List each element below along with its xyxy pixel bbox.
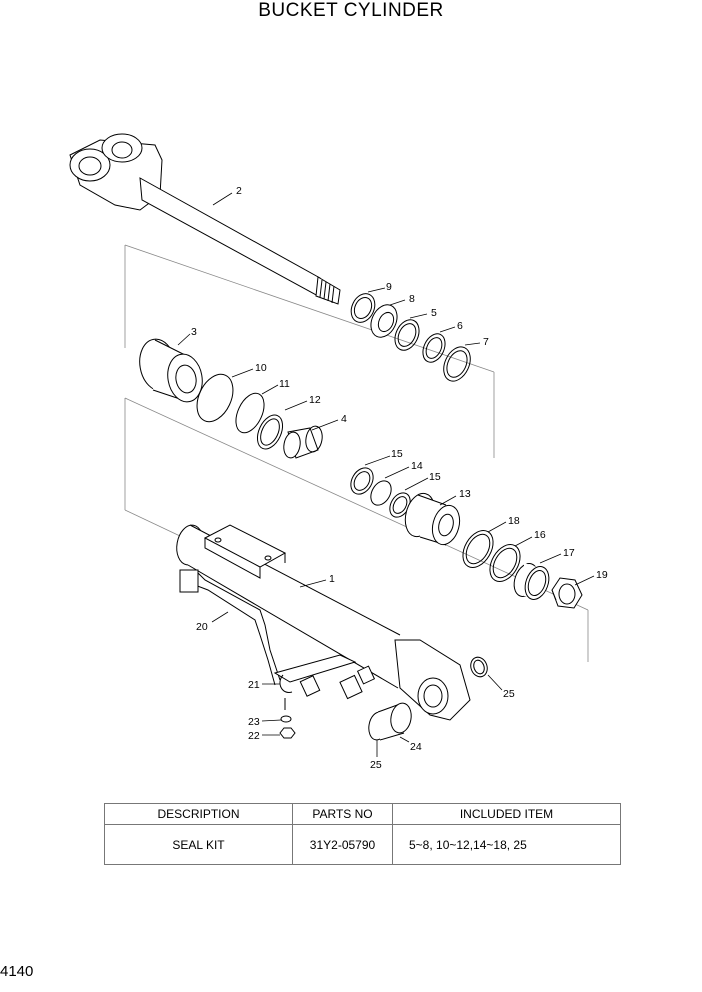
callout-5: 5 bbox=[431, 307, 437, 319]
page-number: 4140 bbox=[0, 963, 34, 980]
part-piston-rod bbox=[69, 133, 341, 305]
backup-ring-12 bbox=[256, 414, 284, 450]
callout-1: 1 bbox=[329, 573, 335, 585]
callout-24: 24 bbox=[410, 741, 422, 753]
ring-15b-inner bbox=[392, 496, 408, 514]
callout-11: 11 bbox=[279, 378, 290, 390]
callout-17: 17 bbox=[563, 547, 575, 559]
callout-25b: 25 bbox=[370, 759, 382, 771]
column-header-included-item: INCLUDED ITEM bbox=[392, 803, 621, 825]
port-fittings bbox=[299, 665, 376, 700]
callout-18: 18 bbox=[508, 515, 520, 527]
table-header-row: DESCRIPTION PARTS NO INCLUDED ITEM bbox=[104, 803, 621, 825]
table-row: SEAL KIT 31Y2-05790 5~8, 10~12,14~18, 25 bbox=[104, 824, 621, 865]
callout-13: 13 bbox=[459, 488, 471, 500]
seal-kit-table: DESCRIPTION PARTS NO INCLUDED ITEM SEAL … bbox=[104, 803, 621, 865]
part-cylinder-tube bbox=[176, 524, 471, 721]
callout-9: 9 bbox=[386, 281, 392, 293]
leader-lines bbox=[177, 192, 595, 757]
cell-description: SEAL KIT bbox=[104, 824, 293, 865]
part-clamp bbox=[273, 654, 357, 710]
o-ring-11 bbox=[235, 392, 265, 434]
bushing-4 bbox=[283, 425, 323, 459]
callout-2: 2 bbox=[236, 185, 242, 197]
callout-22: 22 bbox=[248, 730, 260, 742]
callout-14: 14 bbox=[411, 460, 423, 472]
callout-25a: 25 bbox=[503, 688, 515, 700]
part-pipe bbox=[179, 569, 281, 686]
wear-ring-17 bbox=[513, 563, 550, 600]
washer-23 bbox=[280, 715, 292, 723]
callout-20: 20 bbox=[196, 621, 208, 633]
callout-labels: 1 2 3 4 5 6 7 8 9 10 11 12 13 14 15 15 1… bbox=[191, 185, 608, 771]
ring-16-inner bbox=[492, 547, 518, 579]
callout-15b: 15 bbox=[429, 471, 441, 483]
callout-3: 3 bbox=[191, 326, 197, 338]
callout-8: 8 bbox=[409, 293, 415, 305]
callout-6: 6 bbox=[457, 320, 463, 332]
callout-21: 21 bbox=[248, 679, 260, 691]
part-pin-bushing bbox=[368, 702, 412, 741]
ring-15a bbox=[350, 467, 374, 495]
o-ring-10 bbox=[196, 373, 234, 423]
column-header-description: DESCRIPTION bbox=[104, 803, 293, 825]
column-header-parts-no: PARTS NO bbox=[292, 803, 393, 825]
callout-10: 10 bbox=[255, 362, 267, 374]
ring-18-inner bbox=[465, 533, 491, 565]
page-title: BUCKET CYLINDER bbox=[258, 0, 444, 21]
callout-23: 23 bbox=[248, 716, 260, 728]
dust-seal-25-upper-inner bbox=[473, 659, 485, 675]
exploded-parts-diagram: 1 2 3 4 5 6 7 8 9 10 11 12 13 14 15 15 1… bbox=[69, 133, 608, 771]
rod-seals bbox=[350, 293, 471, 382]
piston-13 bbox=[404, 492, 461, 546]
callout-15a: 15 bbox=[391, 448, 403, 460]
callout-12: 12 bbox=[309, 394, 321, 406]
part-rod-cover bbox=[139, 338, 203, 403]
cell-included-item: 5~8, 10~12,14~18, 25 bbox=[392, 824, 621, 865]
cell-parts-no: 31Y2-05790 bbox=[292, 824, 393, 865]
nut-19 bbox=[551, 577, 583, 609]
assembly-guide-lines bbox=[124, 244, 589, 662]
dust-seal-25-upper bbox=[470, 656, 488, 678]
callout-16: 16 bbox=[534, 529, 546, 541]
nut-22 bbox=[279, 727, 296, 739]
ring-14 bbox=[370, 480, 392, 506]
ring-18 bbox=[462, 530, 494, 568]
callout-4: 4 bbox=[341, 413, 347, 425]
callout-7: 7 bbox=[483, 336, 489, 348]
callout-19: 19 bbox=[596, 569, 608, 581]
ring-15a-inner bbox=[353, 471, 371, 491]
